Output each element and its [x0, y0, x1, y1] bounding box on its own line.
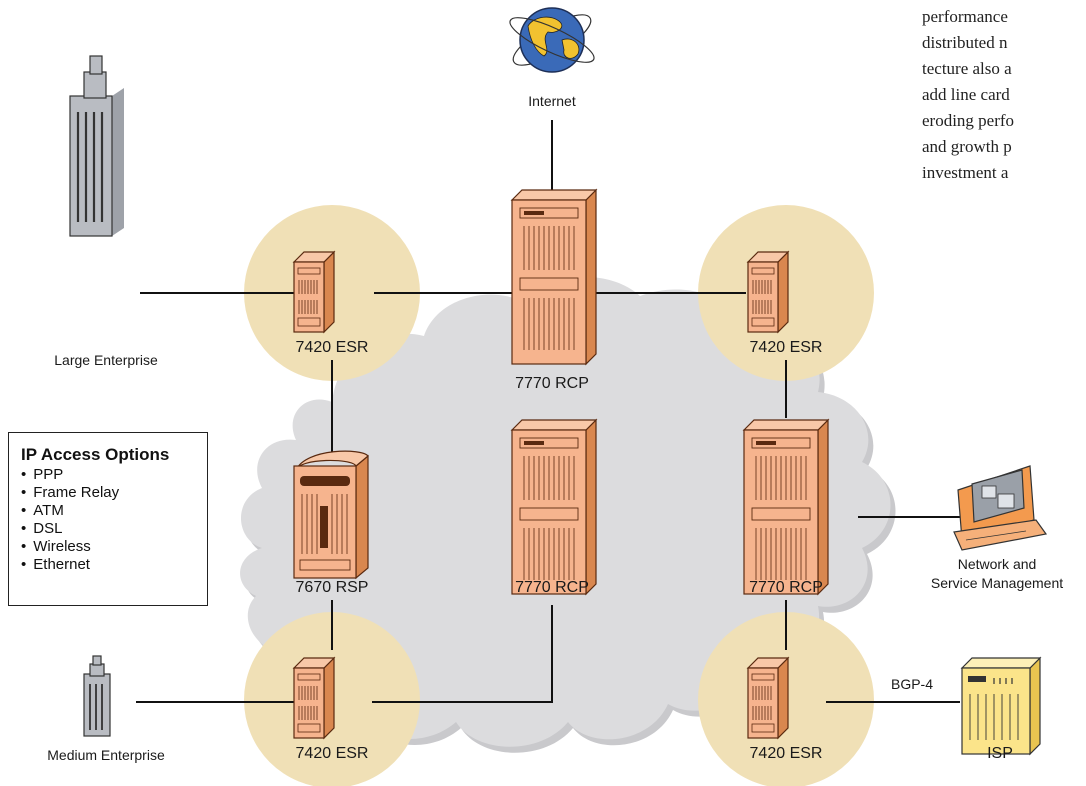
text-line: distributed n — [922, 33, 1008, 52]
esr-top-left-label: 7420 ESR — [295, 339, 369, 356]
legend-item: Frame Relay — [21, 484, 207, 502]
network-management-computer-icon — [953, 465, 1048, 551]
network-management-label-line2: Service Management — [930, 575, 1064, 591]
text-line: performance — [922, 7, 1008, 26]
rsp-device — [293, 450, 369, 580]
bgp-label: BGP-4 — [890, 676, 934, 692]
legend-item: Ethernet — [21, 556, 207, 574]
isp-label: ISP — [987, 745, 1013, 762]
cropped-text-column: performance distributed n tecture also a… — [922, 4, 1086, 186]
legend-item: DSL — [21, 520, 207, 538]
legend-title: IP Access Options — [21, 445, 170, 464]
rcp-mid-right-label: 7770 RCP — [749, 579, 823, 596]
connection-lines — [136, 120, 960, 703]
text-line: eroding perfo — [922, 111, 1015, 130]
rcp-top-label: 7770 RCP — [515, 375, 589, 392]
isp-equipment-icon — [960, 656, 1042, 756]
large-enterprise-label: Large Enterprise — [54, 352, 158, 368]
esr-bottom-left-label: 7420 ESR — [295, 745, 369, 762]
medium-enterprise-label: Medium Enterprise — [47, 747, 165, 763]
rcp-mid-center-label: 7770 RCP — [515, 579, 589, 596]
esr-top-left-device — [293, 251, 335, 333]
text-line: add line card — [922, 85, 1010, 104]
esr-top-right-device — [747, 251, 789, 333]
network-management-label-line1: Network and — [957, 556, 1037, 572]
esr-bottom-left-device — [293, 657, 335, 739]
text-line: and growth p — [922, 137, 1012, 156]
esr-bottom-right-label: 7420 ESR — [749, 745, 823, 762]
internet-label: Internet — [528, 93, 576, 109]
ip-access-options-legend: IP Access Options PPP Frame Relay ATM DS… — [8, 432, 208, 606]
esr-top-right-label: 7420 ESR — [749, 339, 823, 356]
rcp-mid-center-device — [511, 419, 597, 595]
rsp-label: 7670 RSP — [295, 579, 369, 596]
rcp-top-device — [511, 189, 597, 365]
text-line: tecture also a — [922, 59, 1012, 78]
rcp-mid-right-device — [743, 419, 829, 595]
medium-enterprise-building-icon — [83, 655, 111, 737]
internet-globe-icon — [509, 7, 595, 73]
legend-item: PPP — [21, 466, 207, 484]
esr-bottom-right-device — [747, 657, 789, 739]
legend-item: ATM — [21, 502, 207, 520]
large-enterprise-building-icon — [69, 55, 124, 237]
text-line: investment a — [922, 163, 1009, 182]
legend-item: Wireless — [21, 538, 207, 556]
